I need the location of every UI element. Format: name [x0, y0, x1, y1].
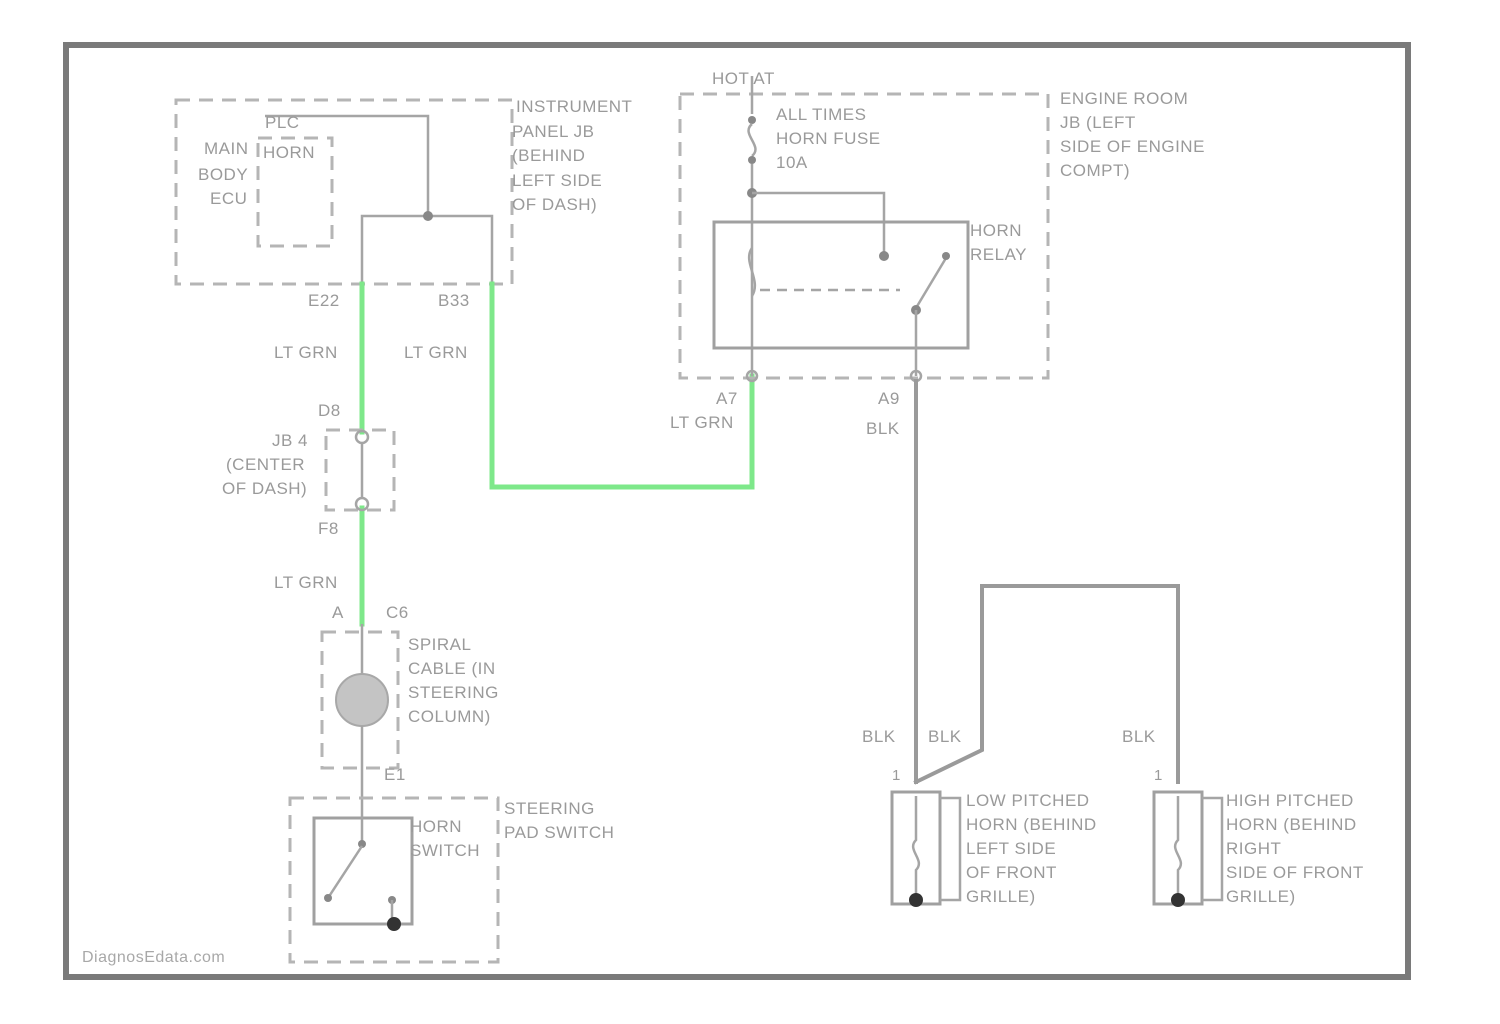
spiral-label-3: STEERING [408, 683, 499, 702]
wire-blk-label-4: BLK [1122, 727, 1156, 746]
relay-switch-tip [942, 252, 950, 260]
low-horn-coil [913, 796, 919, 898]
instrument-splice-dot [423, 211, 433, 221]
pin-e1-label: E1 [384, 765, 406, 784]
pin-f8-label: F8 [318, 519, 339, 538]
high-horn-label-3: RIGHT [1226, 839, 1281, 858]
pin-e22-label: E22 [308, 291, 340, 310]
low-horn-ground-symbol [909, 893, 923, 907]
engine-room-label-3: SIDE OF ENGINE [1060, 137, 1205, 156]
wire-blk-label-2: BLK [862, 727, 896, 746]
low-horn-pin-label: 1 [892, 767, 901, 784]
fuse-contact-bottom [748, 156, 756, 164]
spiral-label-1: SPIRAL [408, 635, 471, 654]
engine-room-label-1: ENGINE ROOM [1060, 89, 1188, 108]
relay-switch-arm [916, 258, 946, 308]
wire-ltgrn-label-4: LT GRN [274, 573, 338, 592]
engine-room-label-2: JB (LEFT [1060, 113, 1136, 132]
spiral-label-4: COLUMN) [408, 707, 491, 726]
low-horn-label-2: HORN (BEHIND [966, 815, 1097, 834]
pin-a7-label: A7 [716, 389, 738, 408]
all-times-label-2: HORN FUSE [776, 129, 881, 148]
fuse-contact-top [748, 116, 756, 124]
low-horn-bracket [940, 798, 960, 900]
steering-pad-label-2: PAD SWITCH [504, 823, 614, 842]
high-horn-label-1: HIGH PITCHED [1226, 791, 1354, 810]
all-times-label-3: 10A [776, 153, 808, 172]
low-horn-label-5: GRILLE) [966, 887, 1036, 906]
wire-ltgrn-label-3: LT GRN [670, 413, 734, 432]
high-horn-ground-symbol [1171, 893, 1185, 907]
instrument-label-1: INSTRUMENT [516, 97, 632, 116]
instrument-label-4: LEFT SIDE [512, 171, 602, 190]
high-horn-label-5: GRILLE) [1226, 887, 1296, 906]
steering-ground-symbol [387, 917, 401, 931]
horn-fuse-symbol [749, 124, 756, 156]
high-horn-label-2: HORN (BEHIND [1226, 815, 1357, 834]
instrument-label-3: (BEHIND [512, 146, 585, 165]
pcm-label-5: ECU [210, 189, 247, 208]
high-horn-coil [1175, 796, 1181, 898]
spiral-label-2: CABLE (IN [408, 659, 496, 678]
pin-b33-label: B33 [438, 291, 470, 310]
site-credit: DiagnosEdata.com [82, 949, 225, 966]
instrument-label-5: OF DASH) [512, 195, 597, 214]
low-horn-label-4: OF FRONT [966, 863, 1057, 882]
horn-switch-lever [328, 846, 362, 898]
horn-switch-contact-pivot [324, 894, 332, 902]
jb4-label-2: (CENTER [226, 455, 305, 474]
diagram-frame [66, 45, 1408, 977]
horn-switch-label-2: SWITCH [410, 841, 480, 860]
low-horn-label-1: LOW PITCHED [966, 791, 1090, 810]
steering-pad-switch-box [290, 798, 498, 962]
low-horn-label-3: LEFT SIDE [966, 839, 1056, 858]
pin-d8-label: D8 [318, 401, 341, 420]
all-times-label-1: ALL TIMES [776, 105, 866, 124]
instrument-label-2: PANEL JB [512, 122, 594, 141]
horn-relay-label-1: HORN [970, 221, 1022, 240]
blk-wire-to-high-horn [916, 586, 1178, 782]
jb4-label-3: OF DASH) [222, 479, 307, 498]
wire-ltgrn-label-1: LT GRN [274, 343, 338, 362]
spiral-cable-symbol [336, 674, 388, 726]
relay-fixed-contact [879, 251, 889, 261]
wire-blk-label-3: BLK [928, 727, 962, 746]
steering-pad-label-1: STEERING [504, 799, 595, 818]
pin-c6-label: C6 [386, 603, 409, 622]
pin-a-label: A [332, 603, 344, 622]
wire-blk-label-1: BLK [866, 419, 900, 438]
horn-switch-label-1: HORN [410, 817, 462, 836]
wire-ltgrn-label-2: LT GRN [404, 343, 468, 362]
high-horn-pin-label: 1 [1154, 767, 1163, 784]
pcm-label-3: HORN [263, 143, 315, 162]
engine-room-label-4: COMPT) [1060, 161, 1130, 180]
jb4-label-1: JB 4 [272, 431, 308, 450]
hot-at-label: HOT AT [712, 69, 775, 88]
pin-a9-label: A9 [878, 389, 900, 408]
high-horn-bracket [1202, 798, 1222, 900]
instrument-internal-bus [362, 216, 492, 284]
pcm-label-4: BODY [198, 165, 248, 184]
high-horn-label-4: SIDE OF FRONT [1226, 863, 1364, 882]
pcm-label-1: PLC [265, 113, 300, 132]
pcm-label-2: MAIN [204, 139, 249, 158]
horn-relay-label-2: RELAY [970, 245, 1027, 264]
